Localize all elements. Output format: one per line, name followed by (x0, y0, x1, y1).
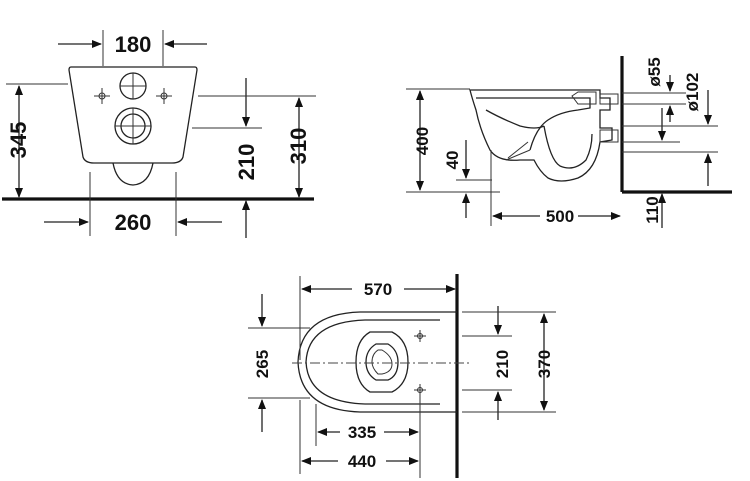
top-bowl-outline (297, 311, 457, 413)
dim-front-210: 210 (234, 144, 259, 181)
dim-front-345: 345 (6, 122, 31, 159)
dim-top-440: 440 (348, 452, 376, 471)
dim-side-110: 110 (643, 196, 662, 223)
top-inner-bowl (355, 331, 409, 393)
dim-front-310: 310 (286, 128, 311, 165)
dim-top-210: 210 (493, 350, 512, 378)
front-view: 180 345 210 310 260 (2, 30, 316, 238)
dim-top-570: 570 (364, 280, 392, 299)
dim-side-400: 400 (413, 127, 432, 155)
dim-side-40: 40 (443, 151, 462, 170)
dim-front-180: 180 (115, 32, 152, 57)
side-view: 400 40 500 110 ø55 ø102 (406, 56, 732, 228)
dim-top-370: 370 (535, 350, 554, 378)
dim-side-500: 500 (546, 207, 574, 226)
top-view: 570 265 210 370 335 440 (248, 274, 556, 478)
side-bowl-outline (469, 89, 613, 182)
dim-side-diameter-55: ø55 (645, 57, 664, 86)
dim-top-265: 265 (253, 350, 272, 378)
front-bowl-base (112, 162, 154, 186)
dim-side-diameter-102: ø102 (683, 73, 702, 112)
dim-top-335: 335 (348, 423, 376, 442)
dim-front-260: 260 (115, 210, 152, 235)
front-bowl-outline (68, 66, 198, 164)
